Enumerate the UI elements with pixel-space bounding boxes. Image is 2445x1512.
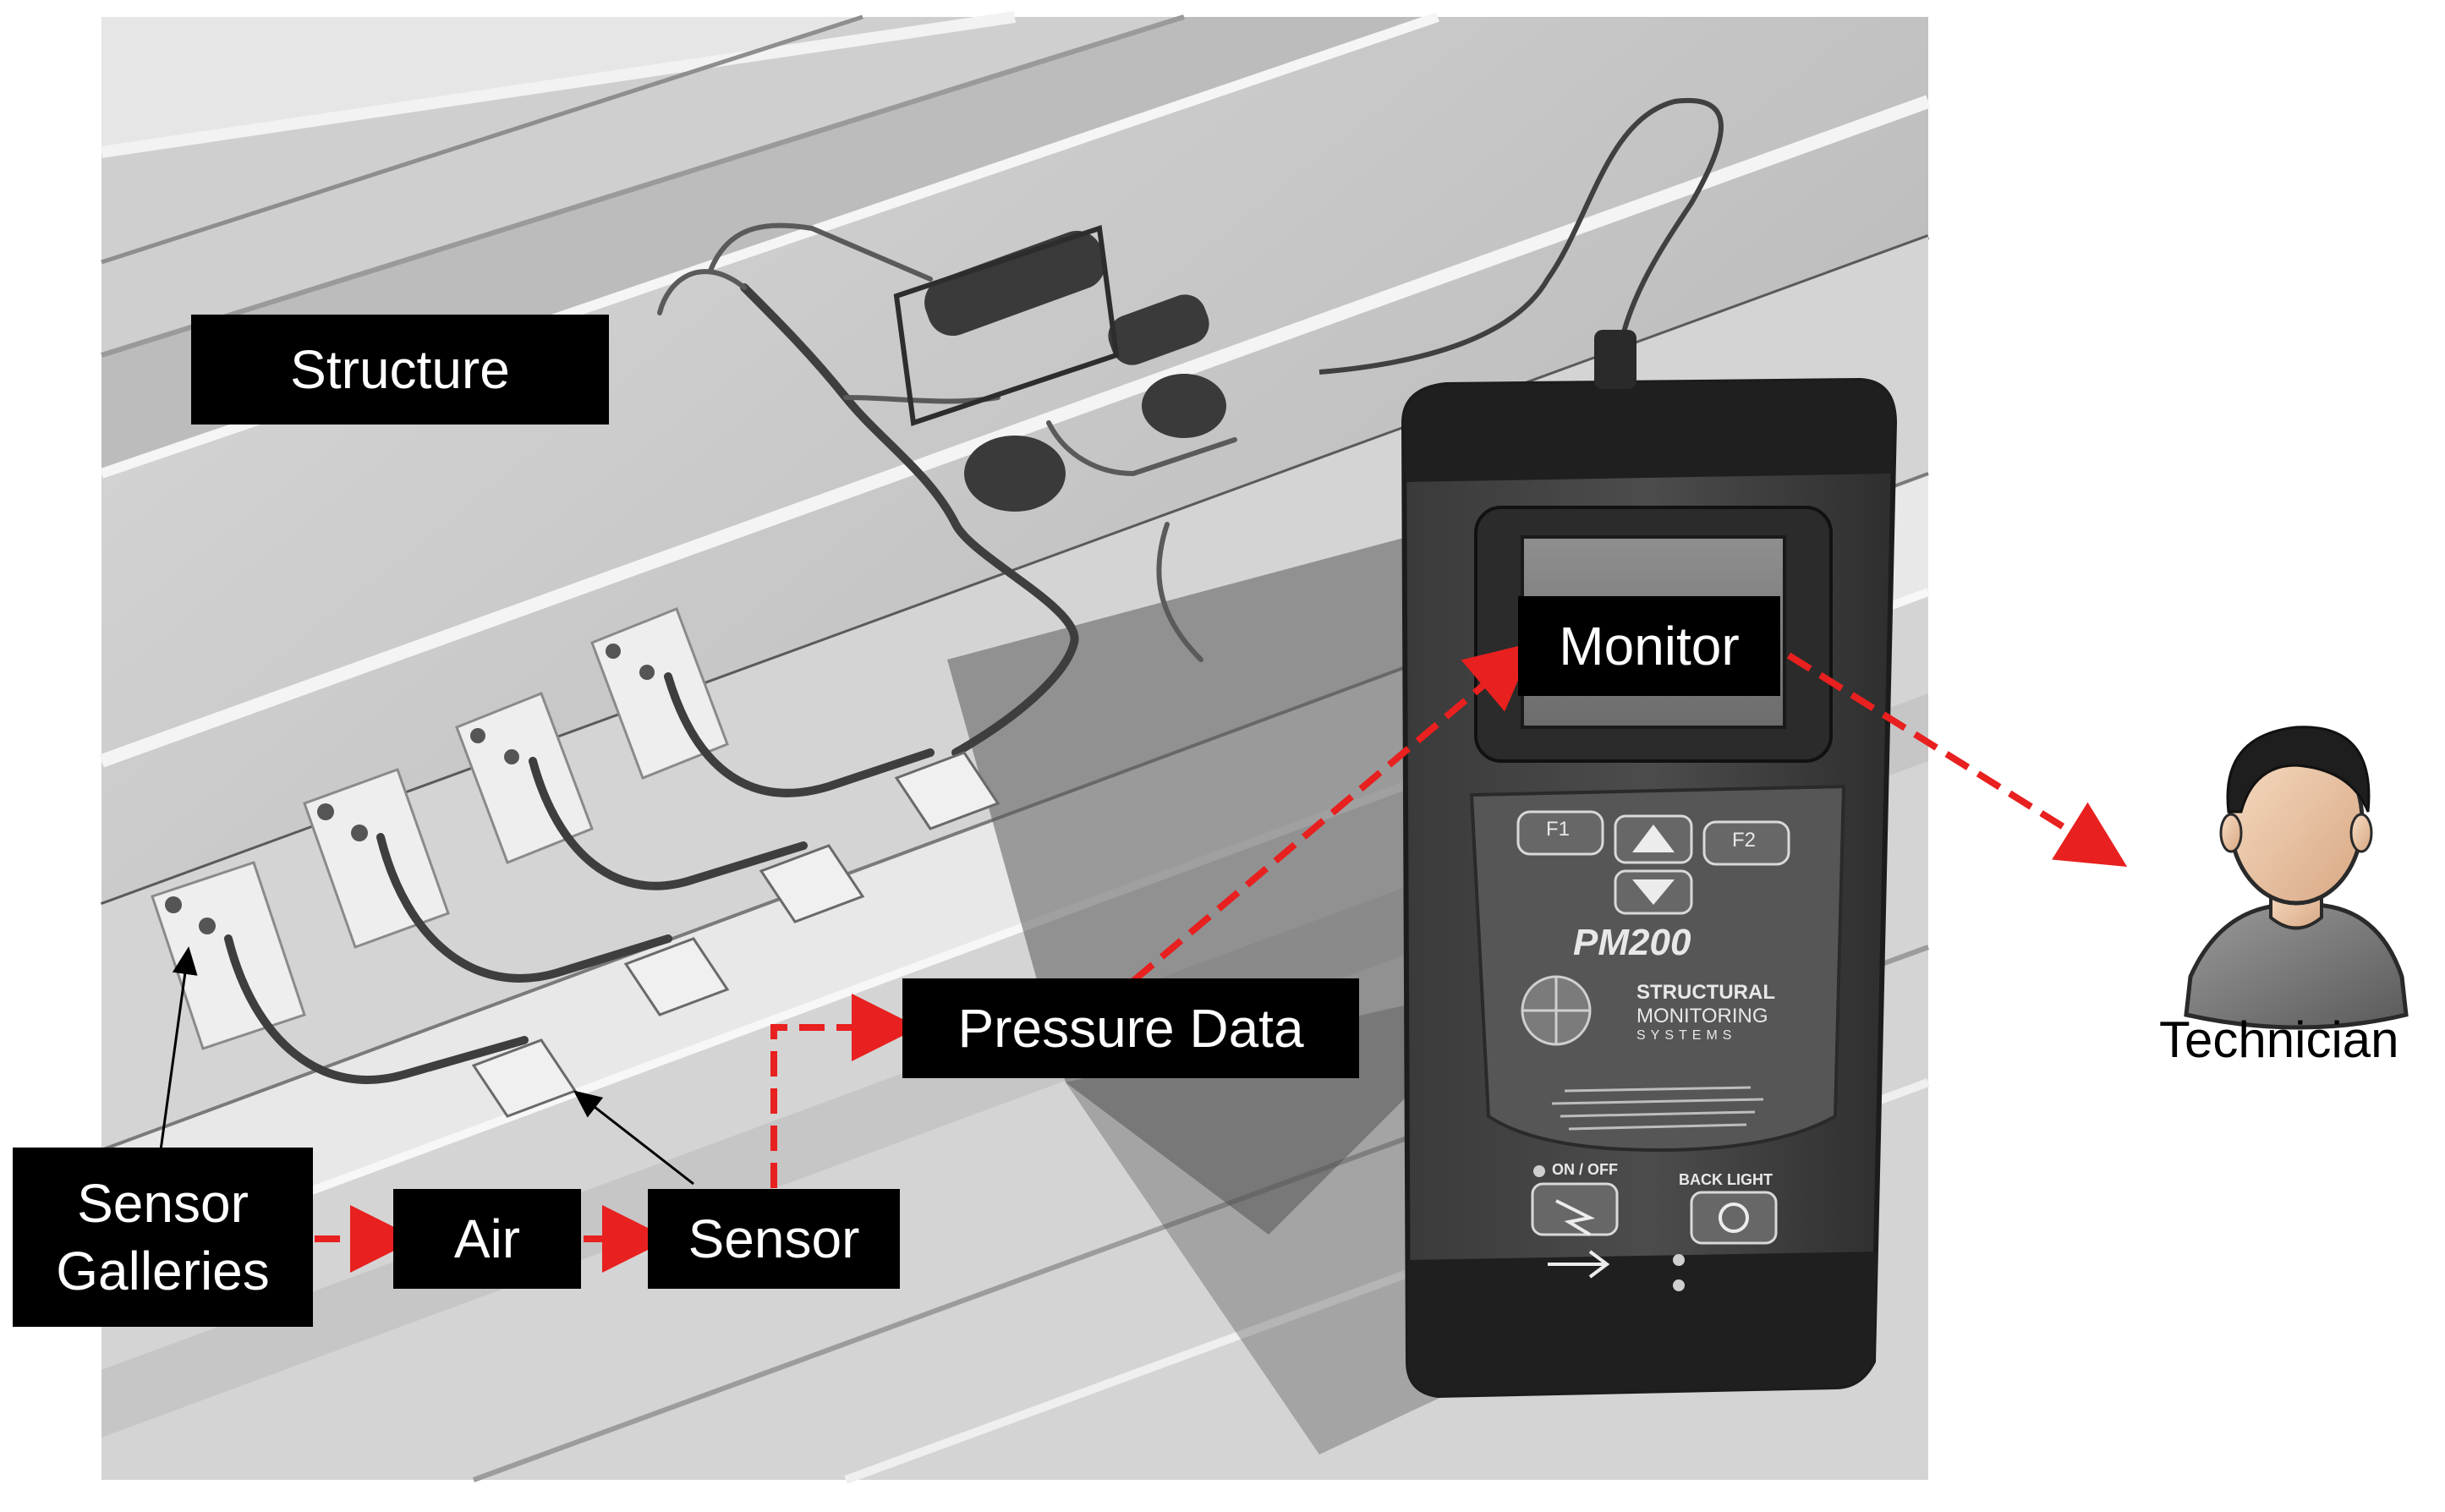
sensor-pointer-arrow <box>573 1090 694 1186</box>
air-label: Air <box>393 1189 581 1289</box>
device-on-off-text: ON / OFF <box>1552 1161 1618 1178</box>
pm200-device <box>1401 330 1898 1399</box>
gallery-pointer-arrow <box>159 946 198 1151</box>
structure-label: Structure <box>191 315 609 425</box>
sensor-galleries-label: Sensor Galleries <box>13 1148 313 1327</box>
sensor-label: Sensor <box>648 1189 900 1289</box>
device-brand-line2: MONITORING <box>1636 1005 1768 1027</box>
monitor-label: Monitor <box>1518 596 1780 696</box>
arrow-pressure-data-to-monitor <box>1131 642 1535 984</box>
device-key-f1: F1 <box>1546 818 1571 841</box>
sensor-galleries-artwork <box>151 97 1724 1118</box>
device-brand-line1: STRUCTURAL <box>1636 981 1775 1004</box>
pressure-data-label: Pressure Data <box>902 978 1359 1078</box>
flow-arrows <box>315 642 2128 1273</box>
technician-icon <box>2184 726 2409 1030</box>
device-back-light-text: BACK LIGHT <box>1679 1171 1773 1188</box>
arrow-monitor-to-technician <box>1786 652 2128 867</box>
technician-label: Technician <box>2159 1011 2399 1068</box>
device-model-text: PM200 <box>1573 922 1691 963</box>
device-key-f2: F2 <box>1732 829 1757 852</box>
pointer-arrows <box>159 946 694 1186</box>
arrow-sensor-to-pressure-data <box>770 994 919 1188</box>
device-brand-line3: SYSTEMS <box>1636 1028 1737 1043</box>
